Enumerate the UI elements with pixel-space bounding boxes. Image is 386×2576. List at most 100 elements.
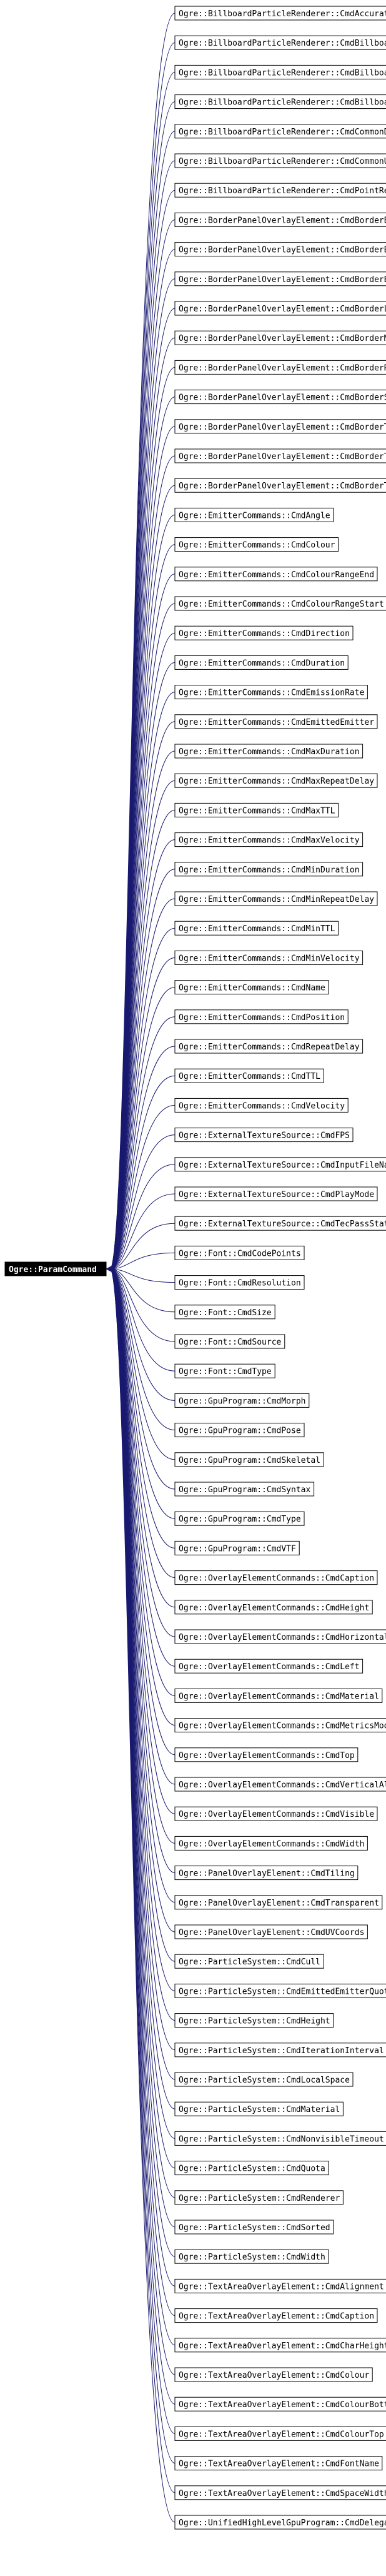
child-class-node[interactable]: Ogre::ParticleSystem::CmdSorted [174, 2220, 334, 2235]
root-class-node[interactable]: Ogre::ParamCommand [4, 1261, 107, 1276]
child-class-node[interactable]: Ogre::TextAreaOverlayElement::CmdColourT… [174, 2426, 386, 2441]
child-class-node[interactable]: Ogre::GpuProgram::CmdType [174, 1511, 305, 1526]
child-class-node[interactable]: Ogre::EmitterCommands::CmdTTL [174, 1068, 324, 1083]
child-class-node[interactable]: Ogre::PanelOverlayElement::CmdTiling [174, 1866, 359, 1881]
child-class-node[interactable]: Ogre::TextAreaOverlayElement::CmdCaption [174, 2308, 378, 2323]
child-class-node[interactable]: Ogre::EmitterCommands::CmdColour [174, 537, 339, 552]
child-class-node[interactable]: Ogre::BorderPanelOverlayElement::CmdBord… [174, 330, 386, 345]
child-class-node[interactable]: Ogre::Font::CmdSource [174, 1334, 285, 1349]
child-class-node[interactable]: Ogre::EmitterCommands::CmdEmissionRate [174, 685, 368, 700]
child-class-node[interactable]: Ogre::PanelOverlayElement::CmdUVCoords [174, 1924, 368, 1939]
child-class-node[interactable]: Ogre::EmitterCommands::CmdRepeatDelay [174, 1039, 364, 1054]
child-class-node[interactable]: Ogre::Font::CmdResolution [174, 1275, 305, 1290]
child-class-node[interactable]: Ogre::OverlayElementCommands::CmdHorizon… [174, 1629, 386, 1644]
child-class-box [174, 2190, 344, 2205]
child-class-label: Ogre::EmitterCommands::CmdAngle [179, 511, 330, 520]
child-class-node[interactable]: Ogre::Font::CmdSize [174, 1305, 275, 1320]
child-class-box [174, 655, 349, 670]
child-class-node[interactable]: Ogre::BorderPanelOverlayElement::CmdBord… [174, 419, 386, 434]
child-class-node[interactable]: Ogre::UnifiedHighLevelGpuProgram::CmdDel… [174, 2515, 386, 2530]
child-class-node[interactable]: Ogre::ExternalTextureSource::CmdTecPassS… [174, 1216, 386, 1231]
child-class-node[interactable]: Ogre::ParticleSystem::CmdCull [174, 1954, 324, 1969]
child-class-node[interactable]: Ogre::EmitterCommands::CmdMinRepeatDelay [174, 891, 378, 906]
child-class-node[interactable]: Ogre::EmitterCommands::CmdColourRangeSta… [174, 596, 386, 611]
child-class-node[interactable]: Ogre::BillboardParticleRenderer::CmdComm… [174, 153, 386, 168]
child-class-node[interactable]: Ogre::GpuProgram::CmdSyntax [174, 1482, 315, 1497]
child-class-node[interactable]: Ogre::TextAreaOverlayElement::CmdFontNam… [174, 2456, 383, 2471]
child-class-node[interactable]: Ogre::Font::CmdType [174, 1363, 275, 1378]
child-class-node[interactable]: Ogre::BillboardParticleRenderer::CmdBill… [174, 35, 386, 50]
child-class-node[interactable]: Ogre::OverlayElementCommands::CmdTop [174, 1747, 359, 1762]
child-class-box [174, 744, 364, 759]
child-class-label: Ogre::ExternalTextureSource::CmdInputFil… [179, 1161, 386, 1170]
child-class-node[interactable]: Ogre::BorderPanelOverlayElement::CmdBord… [174, 242, 386, 257]
child-class-node[interactable]: Ogre::TextAreaOverlayElement::CmdColour [174, 2367, 373, 2382]
child-class-node[interactable]: Ogre::OverlayElementCommands::CmdMetrics… [174, 1718, 386, 1733]
child-class-node[interactable]: Ogre::BorderPanelOverlayElement::CmdBord… [174, 271, 386, 286]
child-class-node[interactable]: Ogre::EmitterCommands::CmdDuration [174, 655, 349, 670]
child-class-node[interactable]: Ogre::EmitterCommands::CmdMinTTL [174, 921, 339, 936]
child-class-node[interactable]: Ogre::BillboardParticleRenderer::CmdComm… [174, 124, 386, 139]
child-class-node[interactable]: Ogre::GpuProgram::CmdMorph [174, 1393, 310, 1408]
child-class-node[interactable]: Ogre::TextAreaOverlayElement::CmdCharHei… [174, 2338, 386, 2353]
child-class-node[interactable]: Ogre::GpuProgram::CmdPose [174, 1423, 305, 1438]
child-class-node[interactable]: Ogre::BorderPanelOverlayElement::CmdBord… [174, 478, 386, 493]
child-class-node[interactable]: Ogre::ExternalTextureSource::CmdFPS [174, 1128, 354, 1143]
child-class-node[interactable]: Ogre::BillboardParticleRenderer::CmdAccu… [174, 6, 386, 21]
child-class-node[interactable]: Ogre::EmitterCommands::CmdColourRangeEnd [174, 567, 378, 582]
child-class-node[interactable]: Ogre::TextAreaOverlayElement::CmdColourB… [174, 2397, 386, 2412]
child-class-node[interactable]: Ogre::OverlayElementCommands::CmdLeft [174, 1659, 364, 1674]
child-class-node[interactable]: Ogre::ParticleSystem::CmdNonvisibleTimeo… [174, 2131, 386, 2146]
child-class-node[interactable]: Ogre::TextAreaOverlayElement::CmdAlignme… [174, 2278, 386, 2293]
child-class-node[interactable]: Ogre::GpuProgram::CmdSkeletal [174, 1452, 324, 1467]
child-class-node[interactable]: Ogre::OverlayElementCommands::CmdWidth [174, 1836, 368, 1851]
child-class-node[interactable]: Ogre::OverlayElementCommands::CmdCaption [174, 1570, 378, 1585]
child-class-node[interactable]: Ogre::ParticleSystem::CmdRenderer [174, 2190, 344, 2205]
child-class-node[interactable]: Ogre::ParticleSystem::CmdQuota [174, 2161, 329, 2176]
inheritance-edge [109, 1016, 176, 1270]
child-class-node[interactable]: Ogre::OverlayElementCommands::CmdMateria… [174, 1688, 383, 1703]
child-class-node[interactable]: Ogre::EmitterCommands::CmdMaxVelocity [174, 832, 364, 847]
child-class-label: Ogre::TextAreaOverlayElement::CmdColourT… [179, 2430, 384, 2439]
child-class-node[interactable]: Ogre::ParticleSystem::CmdLocalSpace [174, 2072, 354, 2087]
child-class-node[interactable]: Ogre::BorderPanelOverlayElement::CmdBord… [174, 360, 386, 375]
child-class-node[interactable]: Ogre::EmitterCommands::CmdMinDuration [174, 862, 364, 877]
child-class-node[interactable]: Ogre::GpuProgram::CmdVTF [174, 1540, 300, 1555]
child-class-box [174, 1924, 368, 1939]
child-class-node[interactable]: Ogre::PanelOverlayElement::CmdTransparen… [174, 1895, 383, 1910]
child-class-node[interactable]: Ogre::ParticleSystem::CmdEmittedEmitterQ… [174, 1983, 386, 1998]
child-class-node[interactable]: Ogre::OverlayElementCommands::CmdHeight [174, 1600, 373, 1615]
child-class-node[interactable]: Ogre::EmitterCommands::CmdMaxDuration [174, 744, 364, 759]
child-class-node[interactable]: Ogre::Font::CmdCodePoints [174, 1245, 305, 1260]
child-class-node[interactable]: Ogre::OverlayElementCommands::CmdVisible [174, 1806, 378, 1821]
inheritance-edge [109, 1164, 176, 1270]
child-class-node[interactable]: Ogre::BorderPanelOverlayElement::CmdBord… [174, 212, 386, 227]
child-class-node[interactable]: Ogre::TextAreaOverlayElement::CmdSpaceWi… [174, 2485, 386, 2500]
child-class-node[interactable]: Ogre::BorderPanelOverlayElement::CmdBord… [174, 448, 386, 463]
child-class-node[interactable]: Ogre::BorderPanelOverlayElement::CmdBord… [174, 301, 386, 316]
child-class-node[interactable]: Ogre::ParticleSystem::CmdMaterial [174, 2101, 344, 2116]
child-class-node[interactable]: Ogre::EmitterCommands::CmdMaxTTL [174, 802, 339, 817]
child-class-box [174, 507, 334, 522]
child-class-node[interactable]: Ogre::ParticleSystem::CmdWidth [174, 2249, 329, 2264]
child-class-label: Ogre::BorderPanelOverlayElement::CmdBord… [179, 275, 386, 285]
child-class-node[interactable]: Ogre::BillboardParticleRenderer::CmdBill… [174, 94, 386, 109]
child-class-node[interactable]: Ogre::ExternalTextureSource::CmdInputFil… [174, 1157, 386, 1172]
child-class-node[interactable]: Ogre::EmitterCommands::CmdName [174, 980, 329, 995]
child-class-node[interactable]: Ogre::EmitterCommands::CmdMinVelocity [174, 950, 364, 965]
root-class-label: Ogre::ParamCommand [9, 1265, 97, 1275]
child-class-node[interactable]: Ogre::ParticleSystem::CmdHeight [174, 2013, 334, 2028]
child-class-node[interactable]: Ogre::BillboardParticleRenderer::CmdBill… [174, 64, 386, 79]
child-class-node[interactable]: Ogre::BorderPanelOverlayElement::CmdBord… [174, 390, 386, 405]
child-class-box [174, 419, 386, 434]
child-class-node[interactable]: Ogre::BillboardParticleRenderer::CmdPoin… [174, 183, 386, 198]
child-class-node[interactable]: Ogre::EmitterCommands::CmdMaxRepeatDelay [174, 773, 378, 788]
child-class-node[interactable]: Ogre::EmitterCommands::CmdVelocity [174, 1098, 349, 1113]
child-class-node[interactable]: Ogre::OverlayElementCommands::CmdVertica… [174, 1777, 386, 1792]
child-class-node[interactable]: Ogre::ExternalTextureSource::CmdPlayMode [174, 1186, 378, 1201]
child-class-node[interactable]: Ogre::EmitterCommands::CmdEmittedEmitter [174, 714, 378, 729]
child-class-node[interactable]: Ogre::EmitterCommands::CmdAngle [174, 507, 334, 522]
child-class-node[interactable]: Ogre::EmitterCommands::CmdPosition [174, 1009, 349, 1024]
child-class-node[interactable]: Ogre::ParticleSystem::CmdIterationInterv… [174, 2043, 386, 2058]
child-class-node[interactable]: Ogre::EmitterCommands::CmdDirection [174, 625, 354, 640]
